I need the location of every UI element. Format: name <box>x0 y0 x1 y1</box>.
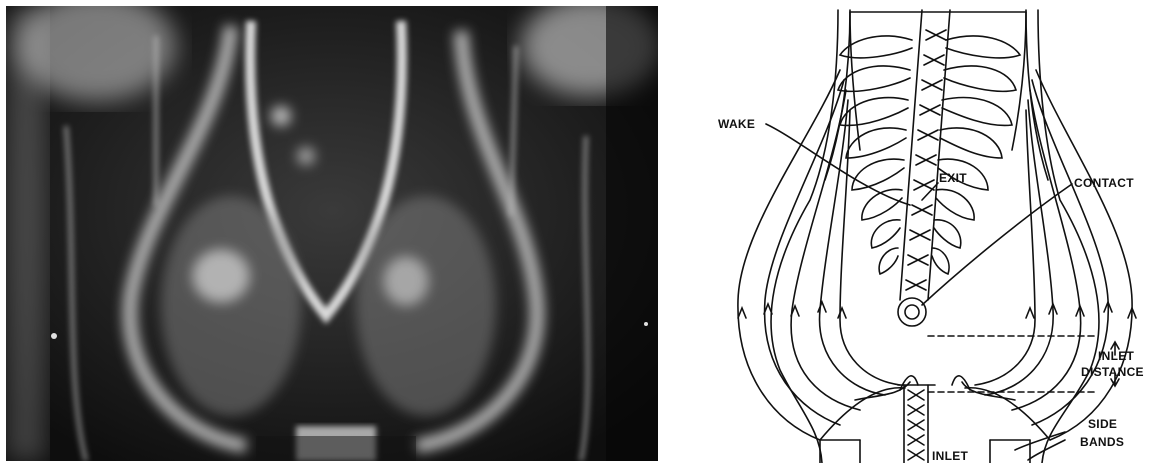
side-bands-leader-1 <box>1015 432 1065 450</box>
contact-leader <box>922 184 1072 305</box>
schematic-drawing <box>660 0 1153 463</box>
exit-label: EXIT <box>939 172 967 184</box>
photo-rendering <box>6 6 658 461</box>
side-bands-label-line1: SIDE <box>1088 418 1117 430</box>
wake-label: WAKE <box>718 118 755 130</box>
inlet-distance-label-line1: INLET <box>1098 350 1134 362</box>
contact-label: CONTACT <box>1074 177 1134 189</box>
side-bands-label-line2: BANDS <box>1080 436 1124 448</box>
right-side-band <box>1038 10 1099 463</box>
inlet-label: INLET <box>932 450 968 462</box>
flow-visualization-photo <box>6 6 658 461</box>
flow-schematic-diagram: WAKE EXIT CONTACT INLET DISTANCE SIDE BA… <box>660 0 1153 463</box>
inlet-distance-label-line2: DISTANCE <box>1081 366 1144 378</box>
contact-point <box>898 298 926 326</box>
